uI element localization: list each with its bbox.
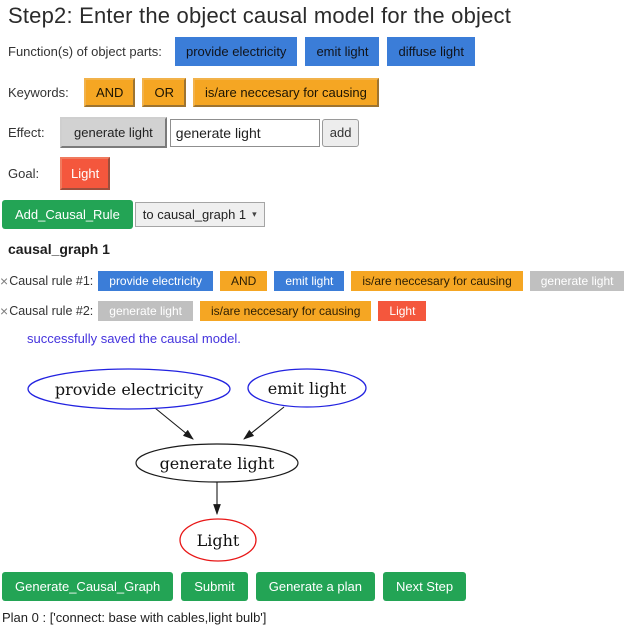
add-effect-button[interactable]: add bbox=[321, 118, 360, 147]
generate-causal-graph-button[interactable]: Generate_Causal_Graph bbox=[2, 572, 174, 601]
chevron-down-icon: ▾ bbox=[252, 209, 257, 219]
page-title: Step2: Enter the object causal model for… bbox=[8, 3, 512, 28]
graph-node-provide-electricity: provide electricity bbox=[27, 368, 231, 410]
causal-graph-heading: causal_graph 1 bbox=[8, 241, 110, 257]
graph-node-label: emit light bbox=[268, 379, 347, 398]
functions-label: Function(s) of object parts: bbox=[8, 44, 162, 59]
rule-chip: is/are neccesary for causing bbox=[351, 271, 523, 291]
effect-input[interactable] bbox=[169, 118, 320, 147]
edge-emit-light-to-generate-light bbox=[243, 406, 285, 440]
keywords-label: Keywords: bbox=[8, 85, 69, 100]
causal-graph-select[interactable]: to causal_graph 1 ▾ bbox=[134, 202, 265, 227]
graph-node-generate-light: generate light bbox=[135, 443, 299, 483]
add-causal-rule-button[interactable]: Add_Causal_Rule bbox=[2, 200, 133, 229]
causal-graph-select-value: to causal_graph 1 bbox=[142, 207, 247, 222]
status-message: successfully saved the causal model. bbox=[27, 331, 241, 346]
rule-label: Causal rule #1: bbox=[9, 274, 94, 288]
add-rule-row: Add_Causal_Rule to causal_graph 1 ▾ bbox=[2, 200, 638, 229]
rule-chip: emit light bbox=[274, 271, 345, 291]
function-button-provide-electricity[interactable]: provide electricity bbox=[175, 37, 298, 66]
rule-chip: provide electricity bbox=[98, 271, 213, 291]
rule-chip: is/are neccesary for causing bbox=[200, 301, 372, 321]
next-step-button[interactable]: Next Step bbox=[382, 572, 467, 601]
actions-row: Generate_Causal_Graph Submit Generate a … bbox=[2, 572, 638, 601]
function-button-diffuse-light[interactable]: diffuse light bbox=[387, 37, 475, 66]
submit-button[interactable]: Submit bbox=[181, 572, 248, 601]
rule-chip: generate light bbox=[529, 271, 625, 291]
effect-row: Effect: generate light add bbox=[8, 117, 638, 148]
effect-selected-button[interactable]: generate light bbox=[60, 117, 167, 148]
rule-chip: Light bbox=[378, 301, 427, 321]
functions-row: Function(s) of object parts: provide ele… bbox=[8, 37, 638, 66]
graph-node-label: generate light bbox=[160, 454, 275, 473]
causal-rule-row-2: × Causal rule #2: generate light is/are … bbox=[0, 301, 638, 321]
edge-provide-electricity-to-generate-light bbox=[154, 407, 194, 440]
effect-label: Effect: bbox=[8, 125, 45, 140]
remove-rule-icon[interactable]: × bbox=[0, 303, 9, 319]
generate-a-plan-button[interactable]: Generate a plan bbox=[255, 572, 375, 601]
goal-label: Goal: bbox=[8, 166, 40, 181]
keywords-row: Keywords: AND OR is/are neccesary for ca… bbox=[8, 78, 638, 107]
rule-chip: generate light bbox=[98, 301, 193, 321]
page: Step2: Enter the object causal model for… bbox=[0, 3, 638, 625]
remove-rule-icon[interactable]: × bbox=[0, 273, 9, 289]
causal-rule-row-1: × Causal rule #1: provide electricity AN… bbox=[0, 271, 638, 291]
graph-node-label: provide electricity bbox=[55, 380, 203, 399]
function-button-emit-light[interactable]: emit light bbox=[305, 37, 380, 66]
graph-node-label: Light bbox=[197, 531, 240, 550]
graph-node-emit-light: emit light bbox=[247, 368, 367, 408]
rule-label: Causal rule #2: bbox=[9, 304, 94, 318]
graph-node-light: Light bbox=[179, 518, 257, 562]
goal-row: Goal: Light bbox=[8, 157, 638, 190]
keyword-button-and[interactable]: AND bbox=[84, 78, 136, 107]
rule-chip: AND bbox=[219, 271, 268, 291]
keyword-button-or[interactable]: OR bbox=[142, 78, 186, 107]
keyword-button-necessary-for-causing[interactable]: is/are neccesary for causing bbox=[192, 78, 379, 107]
goal-button-light[interactable]: Light bbox=[60, 157, 111, 190]
causal-graph-svg: provide electricity emit light generate … bbox=[27, 368, 367, 562]
plan-output-text: Plan 0 : ['connect: base with cables,lig… bbox=[2, 610, 267, 625]
